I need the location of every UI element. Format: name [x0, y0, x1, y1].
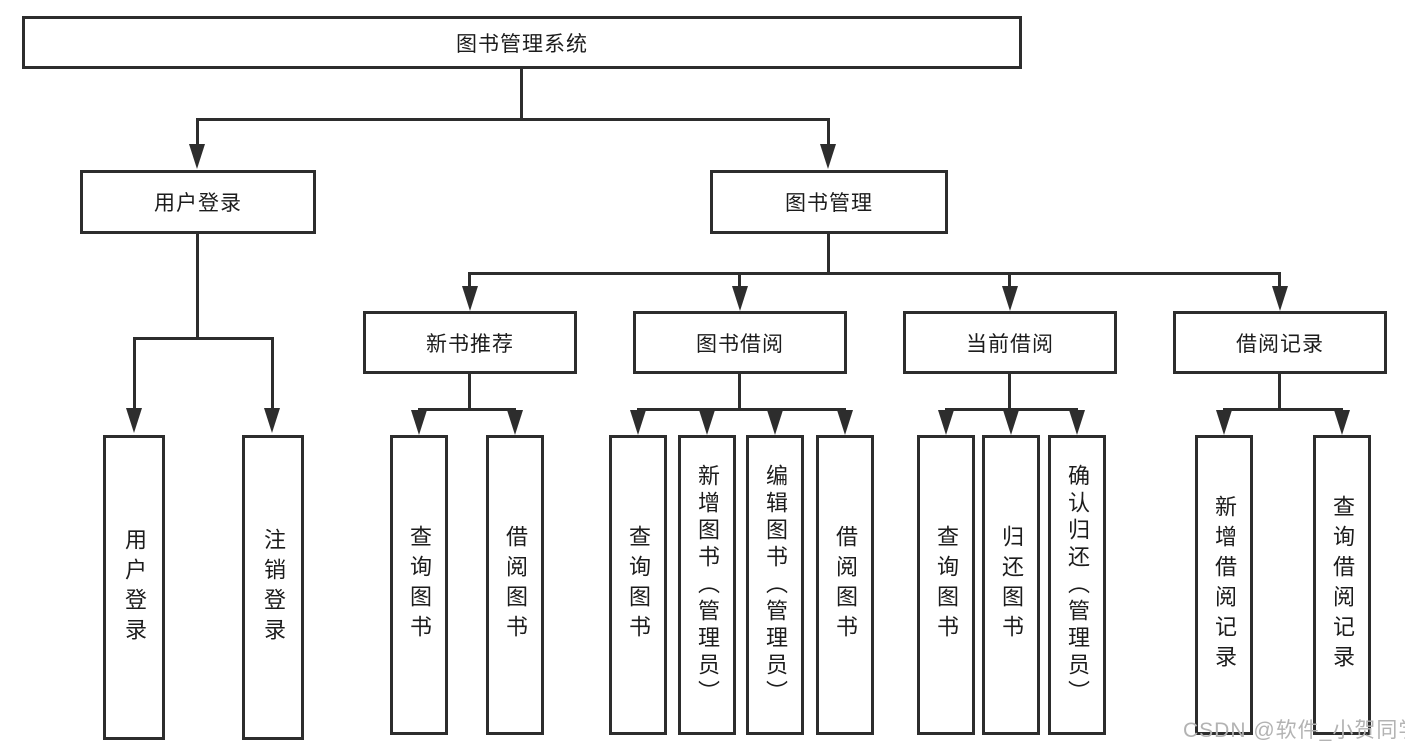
arrowhead-group4-leaf2 [1334, 410, 1350, 435]
connector-group3-hline [945, 408, 1078, 411]
leaf-confirm-return-admin: 确认归还（管理员） [1048, 435, 1106, 735]
node-book-borrowing: 图书借阅 [633, 311, 847, 374]
arrowhead-group3-leaf3 [1069, 410, 1085, 435]
connector-root-stem [520, 69, 523, 121]
node-book-management-branch: 图书管理 [710, 170, 948, 234]
arrowhead-current-borrow [1002, 286, 1018, 311]
leaf-query-books-2: 查询图书 [609, 435, 667, 735]
connector-group3-stem [1008, 374, 1011, 411]
connector-group4-hline [1223, 408, 1343, 411]
leaf-add-borrow-record: 新增借阅记录 [1195, 435, 1253, 735]
node-current-borrowing: 当前借阅 [903, 311, 1117, 374]
arrowhead-book-borrow [732, 286, 748, 311]
arrowhead-group1-leaf1 [411, 410, 427, 435]
arrowhead-borrow-records [1272, 286, 1288, 311]
arrowhead-logout-leaf [264, 408, 280, 433]
connector-bookmgmt-hline [470, 272, 1281, 275]
arrowhead-group4-leaf1 [1216, 410, 1232, 435]
arrowhead-group3-leaf2 [1003, 410, 1019, 435]
arrowhead-group2-leaf3 [767, 410, 783, 435]
connector-drop-login-leaf [133, 337, 136, 409]
leaf-query-borrow-record: 查询借阅记录 [1313, 435, 1371, 735]
connector-group2-hline [637, 408, 846, 411]
connector-drop-new-book [468, 272, 471, 288]
connector-group4-stem [1278, 374, 1281, 411]
leaf-user-login: 用户登录 [103, 435, 165, 740]
arrowhead-group3-leaf1 [938, 410, 954, 435]
leaf-edit-books-admin: 编辑图书（管理员） [746, 435, 804, 735]
connector-root-hline [196, 118, 830, 121]
connector-drop-book-borrow [738, 272, 741, 288]
connector-bookmgmt-stem [827, 234, 830, 275]
arrowhead-login-leaf [126, 408, 142, 433]
connector-drop-user-login [196, 118, 199, 146]
node-user-login-branch: 用户登录 [80, 170, 316, 234]
arrowhead-user-login [189, 144, 205, 169]
connector-group1-hline [418, 408, 516, 411]
arrowhead-group2-leaf2 [699, 410, 715, 435]
csdn-watermark: CSDN @软件_小贺同学 [1183, 719, 1405, 742]
arrowhead-book-mgmt [820, 144, 836, 169]
arrowhead-new-book [462, 286, 478, 311]
arrowhead-group1-leaf2 [507, 410, 523, 435]
leaf-return-books: 归还图书 [982, 435, 1040, 735]
leaf-logout: 注销登录 [242, 435, 304, 740]
node-root-library-system: 图书管理系统 [22, 16, 1022, 69]
connector-drop-logout-leaf [271, 337, 274, 409]
connector-drop-borrow-records [1278, 272, 1281, 288]
node-borrowing-records: 借阅记录 [1173, 311, 1387, 374]
connector-group1-stem [468, 374, 471, 411]
arrowhead-group2-leaf4 [837, 410, 853, 435]
connector-group2-stem [738, 374, 741, 411]
leaf-add-books-admin: 新增图书（管理员） [678, 435, 736, 735]
node-new-book-recommend: 新书推荐 [363, 311, 577, 374]
leaf-query-books-3: 查询图书 [917, 435, 975, 735]
connector-userlogin-stem [196, 234, 199, 340]
leaf-borrow-books-2: 借阅图书 [816, 435, 874, 735]
arrowhead-group2-leaf1 [630, 410, 646, 435]
connector-drop-current-borrow [1008, 272, 1011, 288]
leaf-borrow-books-1: 借阅图书 [486, 435, 544, 735]
leaf-query-books-1: 查询图书 [390, 435, 448, 735]
connector-drop-book-mgmt [827, 118, 830, 146]
connector-userlogin-hline [133, 337, 274, 340]
